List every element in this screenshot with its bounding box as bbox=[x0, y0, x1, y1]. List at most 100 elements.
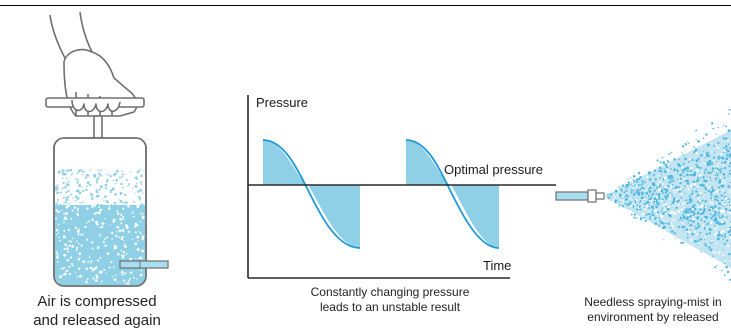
mist-droplet bbox=[724, 208, 728, 211]
mist-droplet bbox=[631, 192, 633, 195]
mist-droplet bbox=[723, 149, 726, 152]
mist-droplet bbox=[706, 199, 708, 201]
bubble-dot bbox=[119, 192, 123, 195]
mist-droplet bbox=[691, 200, 693, 202]
mist-droplet bbox=[649, 216, 652, 218]
mist-droplet bbox=[702, 137, 705, 140]
bubble-dot bbox=[124, 193, 127, 197]
bubble-dot bbox=[75, 246, 79, 250]
mist-droplet bbox=[687, 208, 690, 211]
mist-droplet bbox=[724, 191, 726, 194]
mist-droplet bbox=[704, 206, 707, 209]
mist-droplet bbox=[684, 193, 686, 195]
mist-droplet bbox=[637, 184, 640, 187]
bubble-dot bbox=[121, 176, 124, 178]
mist-droplet bbox=[711, 201, 714, 204]
mist-droplet bbox=[660, 162, 662, 164]
mist-droplet bbox=[649, 217, 652, 220]
bubble-dot bbox=[69, 193, 72, 196]
bubble-dot bbox=[139, 212, 142, 214]
mist-droplet bbox=[707, 205, 709, 207]
mist-droplet bbox=[717, 161, 720, 164]
mist-droplet bbox=[708, 227, 710, 230]
mist-droplet bbox=[630, 213, 633, 216]
mist-droplet bbox=[688, 208, 692, 211]
mist-droplet bbox=[625, 195, 627, 197]
mist-droplet bbox=[638, 191, 641, 194]
bubble-dot bbox=[104, 187, 108, 190]
mist-droplet bbox=[720, 153, 723, 156]
mist-droplet bbox=[636, 189, 639, 192]
mist-droplet bbox=[676, 178, 679, 181]
mist-droplet bbox=[667, 222, 670, 225]
mist-droplet bbox=[715, 216, 718, 219]
mist-droplet bbox=[710, 242, 712, 244]
mist-droplet bbox=[664, 203, 668, 206]
bubble-dot bbox=[119, 176, 122, 179]
mist-droplet bbox=[653, 217, 656, 220]
bubble-dot bbox=[75, 249, 78, 251]
bubble-dot bbox=[66, 183, 69, 187]
mist-droplet bbox=[690, 167, 693, 170]
mist-droplet bbox=[649, 191, 651, 193]
bubble-dot bbox=[94, 279, 98, 282]
mist-droplet bbox=[714, 233, 717, 236]
mist-droplet bbox=[661, 156, 664, 159]
bubble-dot bbox=[75, 272, 77, 274]
mist-droplet bbox=[709, 213, 712, 216]
bubble-dot bbox=[104, 183, 108, 187]
bubble-dot bbox=[61, 267, 65, 270]
bubble-dot bbox=[61, 172, 65, 176]
mist-droplet bbox=[655, 184, 657, 186]
bubble-dot bbox=[127, 204, 130, 208]
bubble-dot bbox=[113, 278, 117, 281]
bubble-dot bbox=[122, 230, 125, 233]
mist-droplet bbox=[658, 188, 661, 191]
bubble-dot bbox=[78, 243, 80, 245]
mist-droplet bbox=[715, 176, 717, 178]
bubble-dot bbox=[120, 222, 123, 225]
mist-droplet bbox=[658, 181, 661, 184]
mist-droplet bbox=[646, 200, 650, 204]
bubble-dot bbox=[110, 260, 113, 264]
mist-droplet bbox=[665, 219, 667, 221]
mist-droplet bbox=[688, 160, 691, 163]
mist-droplet bbox=[680, 188, 683, 191]
mist-droplet bbox=[676, 173, 678, 176]
mist-droplet bbox=[676, 204, 679, 207]
bubble-dot bbox=[95, 220, 98, 224]
mist-droplet bbox=[727, 143, 730, 146]
mist-droplet bbox=[699, 166, 702, 169]
bubble-dot bbox=[82, 260, 86, 264]
mist-droplet bbox=[689, 197, 691, 199]
mist-droplet bbox=[717, 213, 720, 216]
bubble-dot bbox=[92, 267, 95, 270]
mist-droplet bbox=[714, 252, 717, 255]
mist-droplet bbox=[690, 220, 693, 222]
mist-droplet bbox=[712, 210, 715, 212]
mist-droplet bbox=[667, 213, 670, 216]
mist-droplet bbox=[668, 152, 671, 155]
mist-droplet bbox=[729, 181, 731, 184]
mist-droplet bbox=[690, 229, 692, 231]
mist-droplet bbox=[720, 162, 723, 165]
mist-droplet bbox=[721, 269, 723, 272]
mist-droplet bbox=[614, 196, 616, 199]
mist-droplet bbox=[690, 169, 693, 172]
bubble-dot bbox=[84, 176, 88, 179]
bubble-dot bbox=[113, 245, 116, 248]
mist-droplet bbox=[668, 191, 670, 193]
mist-droplet bbox=[658, 185, 661, 187]
mist-droplet bbox=[651, 193, 654, 196]
bubble-dot bbox=[125, 179, 128, 182]
mist-droplet bbox=[662, 187, 665, 190]
mist-droplet bbox=[724, 274, 726, 276]
mist-droplet bbox=[709, 179, 712, 182]
mist-droplet bbox=[682, 242, 685, 244]
caption-compressed-air: Air is compressed and released again bbox=[22, 292, 172, 330]
mist-droplet bbox=[678, 165, 680, 167]
bubble-dot bbox=[122, 201, 125, 204]
mist-droplet bbox=[713, 218, 716, 222]
mist-droplet bbox=[717, 126, 719, 129]
mist-droplet bbox=[636, 178, 639, 181]
